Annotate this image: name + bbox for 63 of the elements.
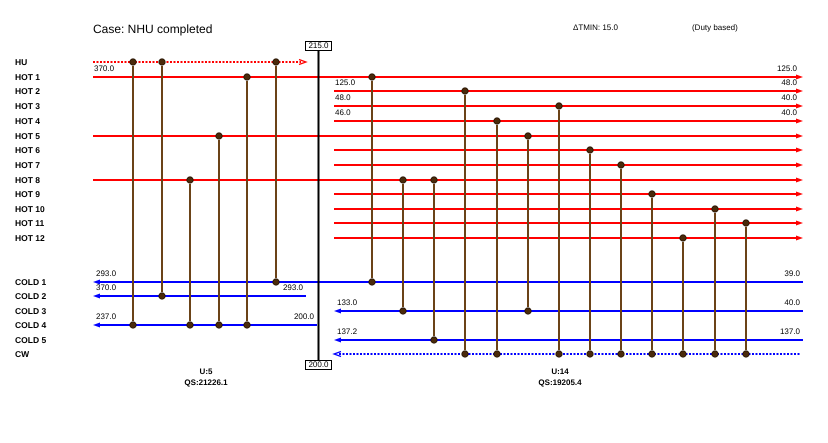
title: Case: NHU completed bbox=[93, 23, 212, 35]
hot-stream-line: HOT 7 bbox=[15, 161, 803, 169]
exchanger-line bbox=[215, 132, 223, 329]
exchanger-line bbox=[399, 176, 407, 315]
exchanger-line bbox=[461, 87, 469, 358]
temperature-label: 370.0 bbox=[94, 65, 114, 73]
temperature-label: 125.0 bbox=[776, 65, 797, 73]
exchanger-line bbox=[129, 58, 137, 329]
temperature-label: 40.0 bbox=[781, 109, 797, 117]
temperature-label: 46.0 bbox=[335, 109, 351, 117]
temperature-label: 40.0 bbox=[781, 94, 797, 102]
delta-t-min-label: ΔTMIN: 15.0 bbox=[573, 24, 618, 32]
unit-count-label: U:14 bbox=[551, 368, 569, 376]
exchanger-line bbox=[524, 132, 532, 315]
hot-stream-line: HOT 6 bbox=[15, 146, 803, 154]
hot-stream-line: HOT 5 bbox=[15, 132, 803, 140]
unit-count-label: U:5 bbox=[200, 368, 212, 376]
heat-load-label: QS:19205.4 bbox=[538, 379, 582, 387]
temperature-label: 137.0 bbox=[780, 328, 800, 336]
pinch-line bbox=[318, 51, 320, 360]
hot-stream-line: HOT 11 bbox=[15, 219, 803, 227]
temperature-label: 370.0 bbox=[96, 284, 116, 292]
hot-stream-line: HOT 3 bbox=[15, 102, 803, 110]
temperature-label: 40.0 bbox=[784, 299, 800, 307]
hot-stream-line: HOT 10 bbox=[15, 205, 803, 213]
hot-stream-line: HOT 4 bbox=[15, 117, 803, 125]
temperature-label: 48.0 bbox=[335, 94, 351, 102]
exchanger-line bbox=[648, 190, 656, 358]
hot-stream-line: HOT 2 bbox=[15, 87, 803, 95]
hot-stream-line: HOT 9 bbox=[15, 190, 803, 198]
hot-stream-line: HOT 8 bbox=[15, 176, 803, 184]
method-note: (Duty based) bbox=[692, 24, 738, 32]
exchanger-line bbox=[555, 102, 563, 358]
temperature-label: 39.0 bbox=[784, 270, 800, 278]
temperature-box: 215.0 bbox=[305, 41, 332, 51]
temperature-label: 293.0 bbox=[282, 284, 303, 292]
exchanger-line bbox=[742, 219, 750, 358]
exchanger-line bbox=[586, 146, 594, 358]
exchanger-line bbox=[243, 73, 251, 329]
temperature-label: 48.0 bbox=[781, 79, 797, 87]
hot-utility-line: HU bbox=[15, 58, 306, 66]
temperature-label: 237.0 bbox=[96, 313, 116, 321]
exchanger-line bbox=[493, 117, 501, 358]
cold-utility-line: CW bbox=[15, 350, 801, 358]
exchanger-line bbox=[272, 58, 280, 286]
exchanger-line bbox=[368, 73, 376, 286]
temperature-label: 137.2 bbox=[337, 328, 358, 336]
exchanger-line bbox=[158, 58, 166, 300]
cold-stream-line: COLD 2 bbox=[15, 292, 306, 300]
temperature-label: 125.0 bbox=[335, 79, 356, 87]
exchanger-line bbox=[186, 176, 194, 329]
exchanger-line bbox=[430, 176, 438, 344]
exchanger-line bbox=[617, 161, 625, 358]
cold-stream-line: COLD 5 bbox=[15, 336, 803, 344]
temperature-label: 133.0 bbox=[337, 299, 358, 307]
temperature-box: 200.0 bbox=[305, 360, 332, 370]
temperature-label: 200.0 bbox=[294, 313, 314, 321]
cold-stream-line: COLD 4 bbox=[15, 321, 317, 329]
exchanger-line bbox=[679, 234, 687, 358]
temperature-label: 293.0 bbox=[96, 270, 116, 278]
heat-load-label: QS:21226.1 bbox=[184, 379, 228, 387]
exchanger-line bbox=[711, 205, 719, 358]
hot-stream-line: HOT 12 bbox=[15, 234, 803, 242]
